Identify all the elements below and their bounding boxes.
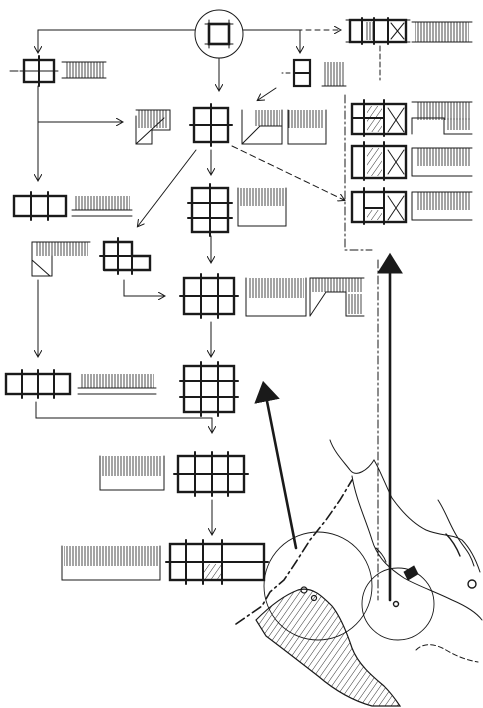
elevation-right-2 [411, 101, 473, 135]
plan-center-3x2 [179, 273, 239, 319]
elevation-center-6 [99, 455, 165, 491]
plan-center-2x3 [187, 183, 287, 262]
origin-connectors [38, 30, 340, 90]
plan-center-3x3 [179, 361, 239, 417]
plan-left-1 [9, 55, 122, 180]
elevation-l-shape-right [241, 109, 283, 145]
center-connectors [138, 145, 344, 226]
plan-center-3x4 [173, 451, 249, 497]
plan-left-3cell [12, 191, 133, 221]
plan-left-stair [99, 237, 164, 296]
right-column-plans [344, 17, 473, 601]
plan-top-right [345, 17, 411, 45]
elevation-left-l [31, 241, 91, 356]
plan-right-2 [350, 99, 408, 137]
elevation-top-right [411, 21, 473, 43]
elevation-center-2 [287, 109, 327, 145]
plan-right-3 [350, 141, 408, 181]
elevation-right-4 [411, 191, 473, 221]
map-inset [235, 439, 483, 707]
origin-node [194, 9, 244, 59]
elevation-l-shape-left [135, 109, 171, 145]
elevation-center-final [61, 545, 161, 581]
plan-center-2x2 [189, 103, 233, 147]
plan-small-split [258, 58, 347, 100]
plan-center-final [165, 539, 269, 585]
plan-left-4cell [4, 369, 212, 432]
plan-right-4 [350, 187, 408, 225]
map-arrows [254, 252, 403, 602]
elevation-right-3 [411, 147, 473, 177]
elevation-center-4a [245, 277, 307, 317]
elevation-center-4b [309, 277, 365, 317]
